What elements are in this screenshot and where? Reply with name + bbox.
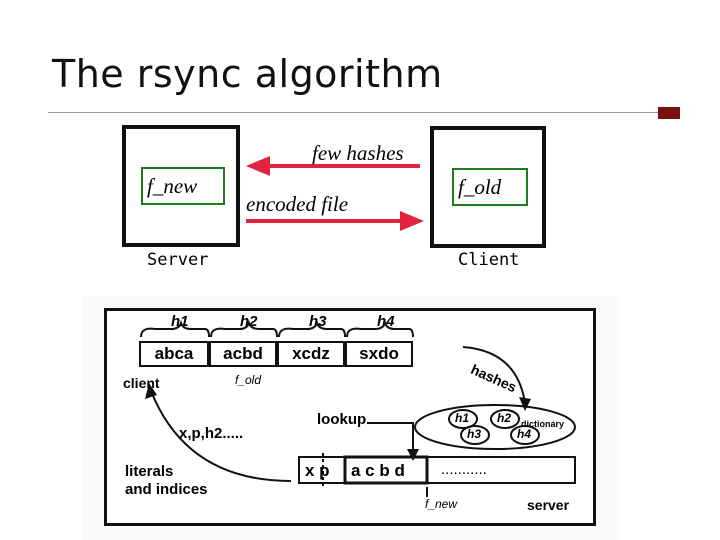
- f-old-label: f_old: [458, 174, 502, 199]
- dict-item-3: h3: [467, 427, 482, 441]
- literals-label: literals: [125, 463, 174, 480]
- server-label: server: [527, 497, 570, 513]
- rule-line: [48, 112, 658, 119]
- slide-title: The rsync algorithm: [52, 52, 443, 96]
- block-1: abca: [139, 341, 209, 367]
- f-old-box: f_old: [452, 168, 528, 206]
- stream-dots: ...........: [441, 461, 487, 478]
- f-new-diagram-label: f_new: [425, 497, 458, 511]
- block-2: acbd: [209, 341, 277, 367]
- dictionary-label: dictionary: [521, 419, 565, 429]
- rsync-diagram-image: h1 h2 h3 h4: [82, 296, 620, 540]
- f-new-label: f_new: [147, 173, 198, 198]
- few-hashes-label: few hashes: [312, 141, 404, 165]
- server-caption: Server: [147, 250, 209, 270]
- scan-lines: [140, 319, 576, 497]
- dict-item-2: h2: [497, 411, 512, 425]
- dict-item-1: h1: [455, 411, 470, 425]
- hash-label-3: h3: [309, 313, 327, 330]
- client-label: client: [123, 375, 160, 391]
- hash-label-4: h4: [377, 313, 395, 330]
- f-new-box: f_new: [141, 167, 225, 205]
- stream-block: a c b d: [351, 461, 405, 480]
- client-caption: Client: [458, 250, 520, 270]
- xph-label: x,p,h2.....: [179, 425, 244, 442]
- lookup-label: lookup: [317, 411, 367, 428]
- indices-label: and indices: [125, 481, 208, 498]
- arrows-layer: [246, 156, 424, 231]
- dict-item-4: h4: [517, 427, 532, 441]
- rsync-diagram-frame: h1 h2 h3 h4: [104, 308, 596, 526]
- block-3: xcdz: [277, 341, 345, 367]
- arrow-right: [246, 211, 424, 231]
- f-old-diagram-label: f_old: [235, 373, 262, 387]
- block-4: sxdo: [345, 341, 413, 367]
- stream-literals: x p: [305, 461, 330, 480]
- hash-label-1: h1: [171, 313, 189, 330]
- title-rule: [48, 107, 680, 119]
- arrow-left: [246, 156, 420, 176]
- encoded-file-label: encoded file: [246, 192, 349, 216]
- rule-accent: [658, 107, 680, 119]
